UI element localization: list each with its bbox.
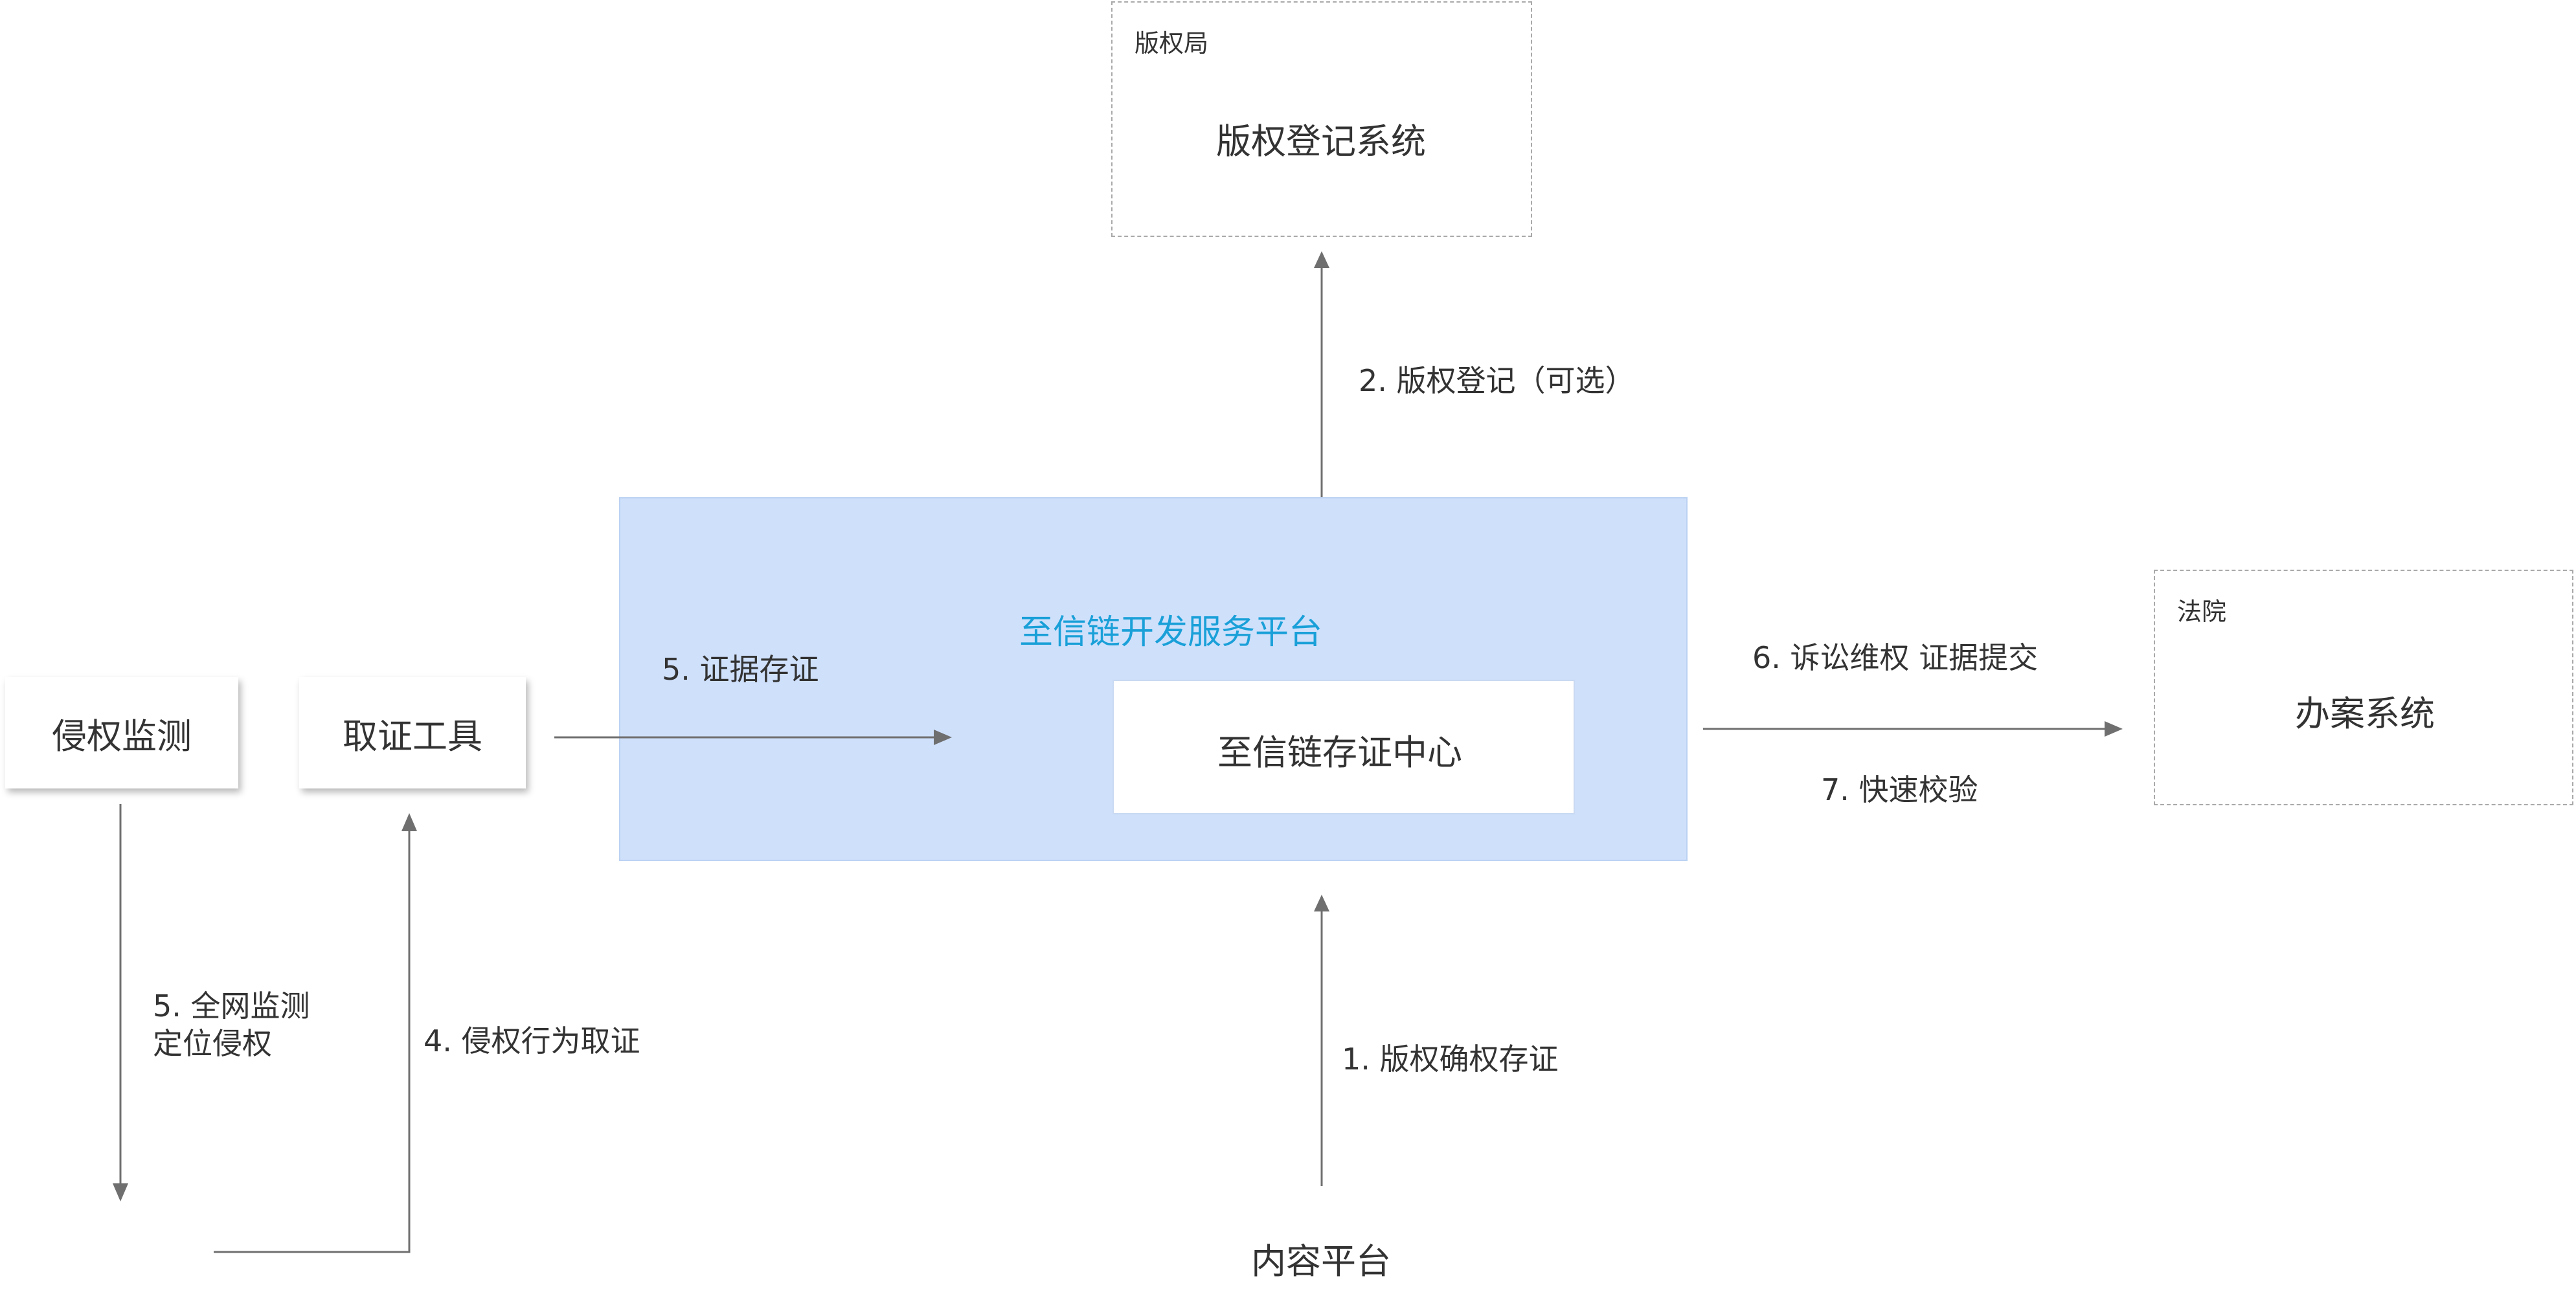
step5-monitor-line2: 定位侵权 xyxy=(153,1025,272,1061)
case-handling-system: 办案系统 xyxy=(2295,693,2435,734)
court-caption: 法院 xyxy=(2177,598,2227,626)
step6-label: 6. 诉讼维权 证据提交 xyxy=(1752,640,2039,675)
evidence-tool-card: 取证工具 xyxy=(299,677,526,788)
development-service-platform: 至信链开发服务平台 至信链存证中心 xyxy=(619,497,1688,861)
step1-label: 1. 版权确权存证 xyxy=(1342,1042,1559,1077)
step4-label: 4. 侵权行为取证 xyxy=(424,1023,640,1058)
evidence-storage-center-box: 至信链存证中心 xyxy=(1113,680,1575,814)
arrowhead-monitor xyxy=(113,1183,128,1201)
content-platform: 内容平台 xyxy=(1251,1241,1391,1282)
infringement-monitor-card: 侵权监测 xyxy=(5,677,238,788)
step7-label: 7. 快速校验 xyxy=(1821,772,1978,807)
copyright-office-caption: 版权局 xyxy=(1135,29,1209,58)
step2-label: 2. 版权登记（可选） xyxy=(1359,363,1635,398)
copyright-registration-system: 版权登记系统 xyxy=(1216,121,1426,162)
platform-title: 至信链开发服务平台 xyxy=(1019,613,1323,652)
step5-store-label: 5. 证据存证 xyxy=(662,652,819,687)
step5-monitor-label: 5. 全网监测 定位侵权 xyxy=(153,988,310,1062)
arrowhead-step1 xyxy=(1314,895,1329,911)
arrowhead-step2 xyxy=(1314,251,1329,268)
arrow-step4-path xyxy=(214,817,411,1253)
arrowhead-step4 xyxy=(401,813,417,831)
court-box: 法院 办案系统 xyxy=(2154,570,2573,805)
step5-monitor-line1: 5. 全网监测 xyxy=(153,989,310,1023)
copyright-office-box: 版权局 版权登记系统 xyxy=(1111,1,1532,237)
evidence-storage-center: 至信链存证中心 xyxy=(1217,732,1462,773)
arrowhead-step5 xyxy=(934,730,952,745)
arrowhead-step6 xyxy=(2105,721,2123,737)
